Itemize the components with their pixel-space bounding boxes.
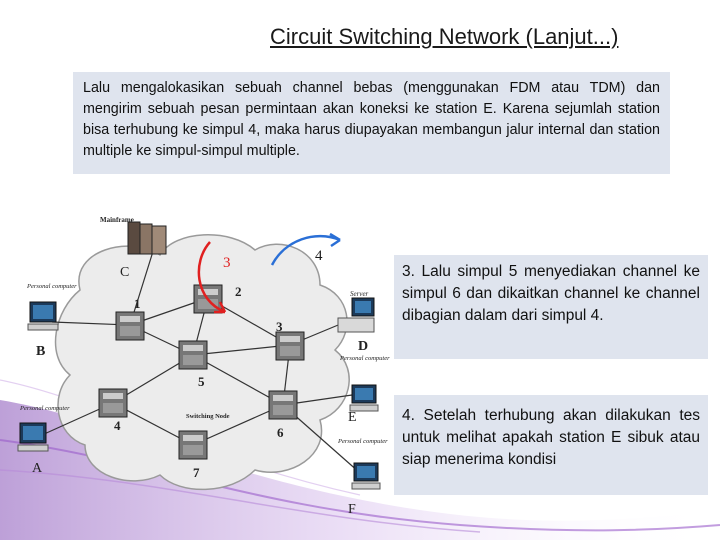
pc-a-icon bbox=[17, 422, 49, 452]
blue-arrowhead-icon bbox=[329, 232, 341, 248]
station-a-label: A bbox=[32, 461, 43, 476]
arrow-label-4: 4 bbox=[315, 248, 323, 264]
switching-node-5 bbox=[178, 340, 208, 370]
arrow-label-3: 3 bbox=[223, 255, 231, 271]
switching-node-label: Switching Node bbox=[186, 413, 230, 420]
switching-node-7 bbox=[178, 430, 208, 460]
pc-b-label: Personal computer bbox=[26, 283, 77, 290]
node-label-1: 1 bbox=[134, 296, 141, 311]
switching-node-3 bbox=[275, 331, 305, 361]
pc-a-label: Personal computer bbox=[19, 405, 70, 412]
node-label-4: 4 bbox=[114, 418, 121, 433]
mainframe-icon bbox=[127, 221, 167, 255]
blue-arrow-icon bbox=[270, 235, 341, 266]
station-e-label: E bbox=[348, 410, 357, 425]
page-title: Circuit Switching Network (Lanjut...) bbox=[270, 24, 619, 49]
red-arrowhead-icon bbox=[214, 301, 227, 314]
station-d-label: D bbox=[358, 339, 368, 354]
network-diagram: 3 4 Mainframe C Personal computer B Pers… bbox=[17, 216, 390, 517]
station-b-label: B bbox=[36, 344, 45, 359]
pc-e-icon bbox=[349, 384, 379, 412]
server-label: Server bbox=[350, 290, 369, 298]
station-f-label: F bbox=[348, 502, 356, 517]
pc-d-label: Personal computer bbox=[339, 355, 390, 362]
description-box: Lalu mengalokasikan sebuah channel bebas… bbox=[73, 72, 670, 174]
node-label-2: 2 bbox=[235, 284, 242, 299]
step-3-text: 3. Lalu simpul 5 menyediakan channel ke … bbox=[402, 263, 700, 324]
description-text: Lalu mengalokasikan sebuah channel bebas… bbox=[83, 80, 660, 159]
pc-b-icon bbox=[27, 301, 59, 331]
switching-node-4 bbox=[98, 388, 128, 418]
station-c-label: C bbox=[120, 265, 129, 280]
switching-node-2 bbox=[193, 284, 223, 314]
step-4-box: 4. Setelah terhubung akan dilakukan tes … bbox=[394, 395, 708, 495]
server-d-icon bbox=[337, 297, 375, 333]
pc-f-label: Personal computer bbox=[337, 438, 388, 445]
red-arrow-icon bbox=[197, 241, 226, 314]
step-4-text: 4. Setelah terhubung akan dilakukan tes … bbox=[402, 407, 700, 468]
node-label-3: 3 bbox=[276, 319, 283, 334]
switching-node-1 bbox=[115, 311, 145, 341]
switching-node-6 bbox=[268, 390, 298, 420]
pc-f-icon bbox=[351, 462, 381, 490]
step-3-box: 3. Lalu simpul 5 menyediakan channel ke … bbox=[394, 255, 708, 359]
node-label-5: 5 bbox=[198, 374, 205, 389]
mainframe-label: Mainframe bbox=[100, 216, 134, 224]
node-label-7: 7 bbox=[193, 465, 200, 480]
node-label-6: 6 bbox=[277, 425, 284, 440]
